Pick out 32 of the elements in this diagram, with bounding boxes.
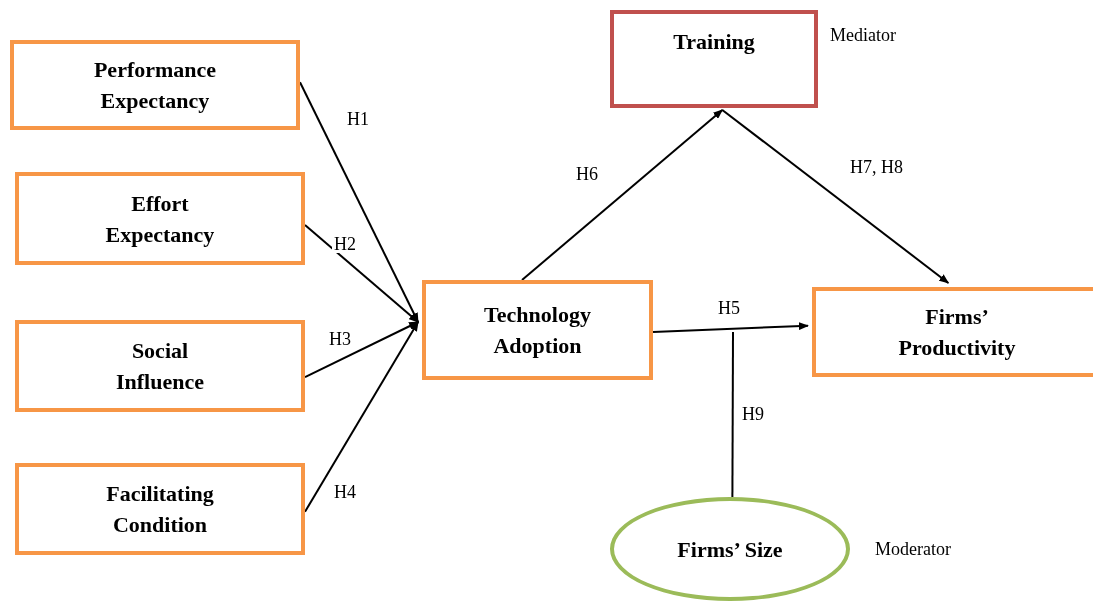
node-label: Effort Expectancy — [104, 189, 216, 249]
role-label: Mediator — [830, 26, 896, 44]
node-label: Technology Adoption — [483, 301, 592, 360]
edge-label: H9 — [740, 405, 766, 423]
arrow — [304, 321, 420, 513]
arrow — [521, 108, 724, 281]
arrow — [721, 108, 950, 284]
node-label: Social Influence — [115, 337, 205, 396]
arrow — [299, 81, 420, 323]
node-label: Firms’ Size — [677, 535, 783, 564]
process-box — [422, 280, 653, 380]
node-label: Facilitating Condition — [105, 480, 215, 539]
edge-label: H7, H8 — [848, 158, 905, 176]
role-label: Moderator — [875, 540, 951, 558]
edge-label: H2 — [332, 235, 358, 253]
arrow — [304, 321, 420, 379]
process-box — [10, 40, 300, 130]
arrow — [304, 224, 420, 323]
process-box — [15, 463, 305, 555]
node-label: Training — [673, 28, 755, 56]
node-label: Performance Expectancy — [92, 56, 218, 115]
process-box — [15, 320, 305, 412]
edge-label: H3 — [327, 330, 353, 348]
edge-label: H1 — [345, 110, 371, 128]
node-label: Firms’ Productivity — [897, 303, 1017, 362]
edge-label: H4 — [332, 483, 358, 501]
edge-label: H5 — [716, 299, 742, 317]
edge-label: H6 — [574, 165, 600, 183]
process-box — [610, 10, 818, 108]
arrow — [652, 322, 809, 333]
process-box — [812, 287, 1093, 377]
process-box — [15, 172, 305, 265]
